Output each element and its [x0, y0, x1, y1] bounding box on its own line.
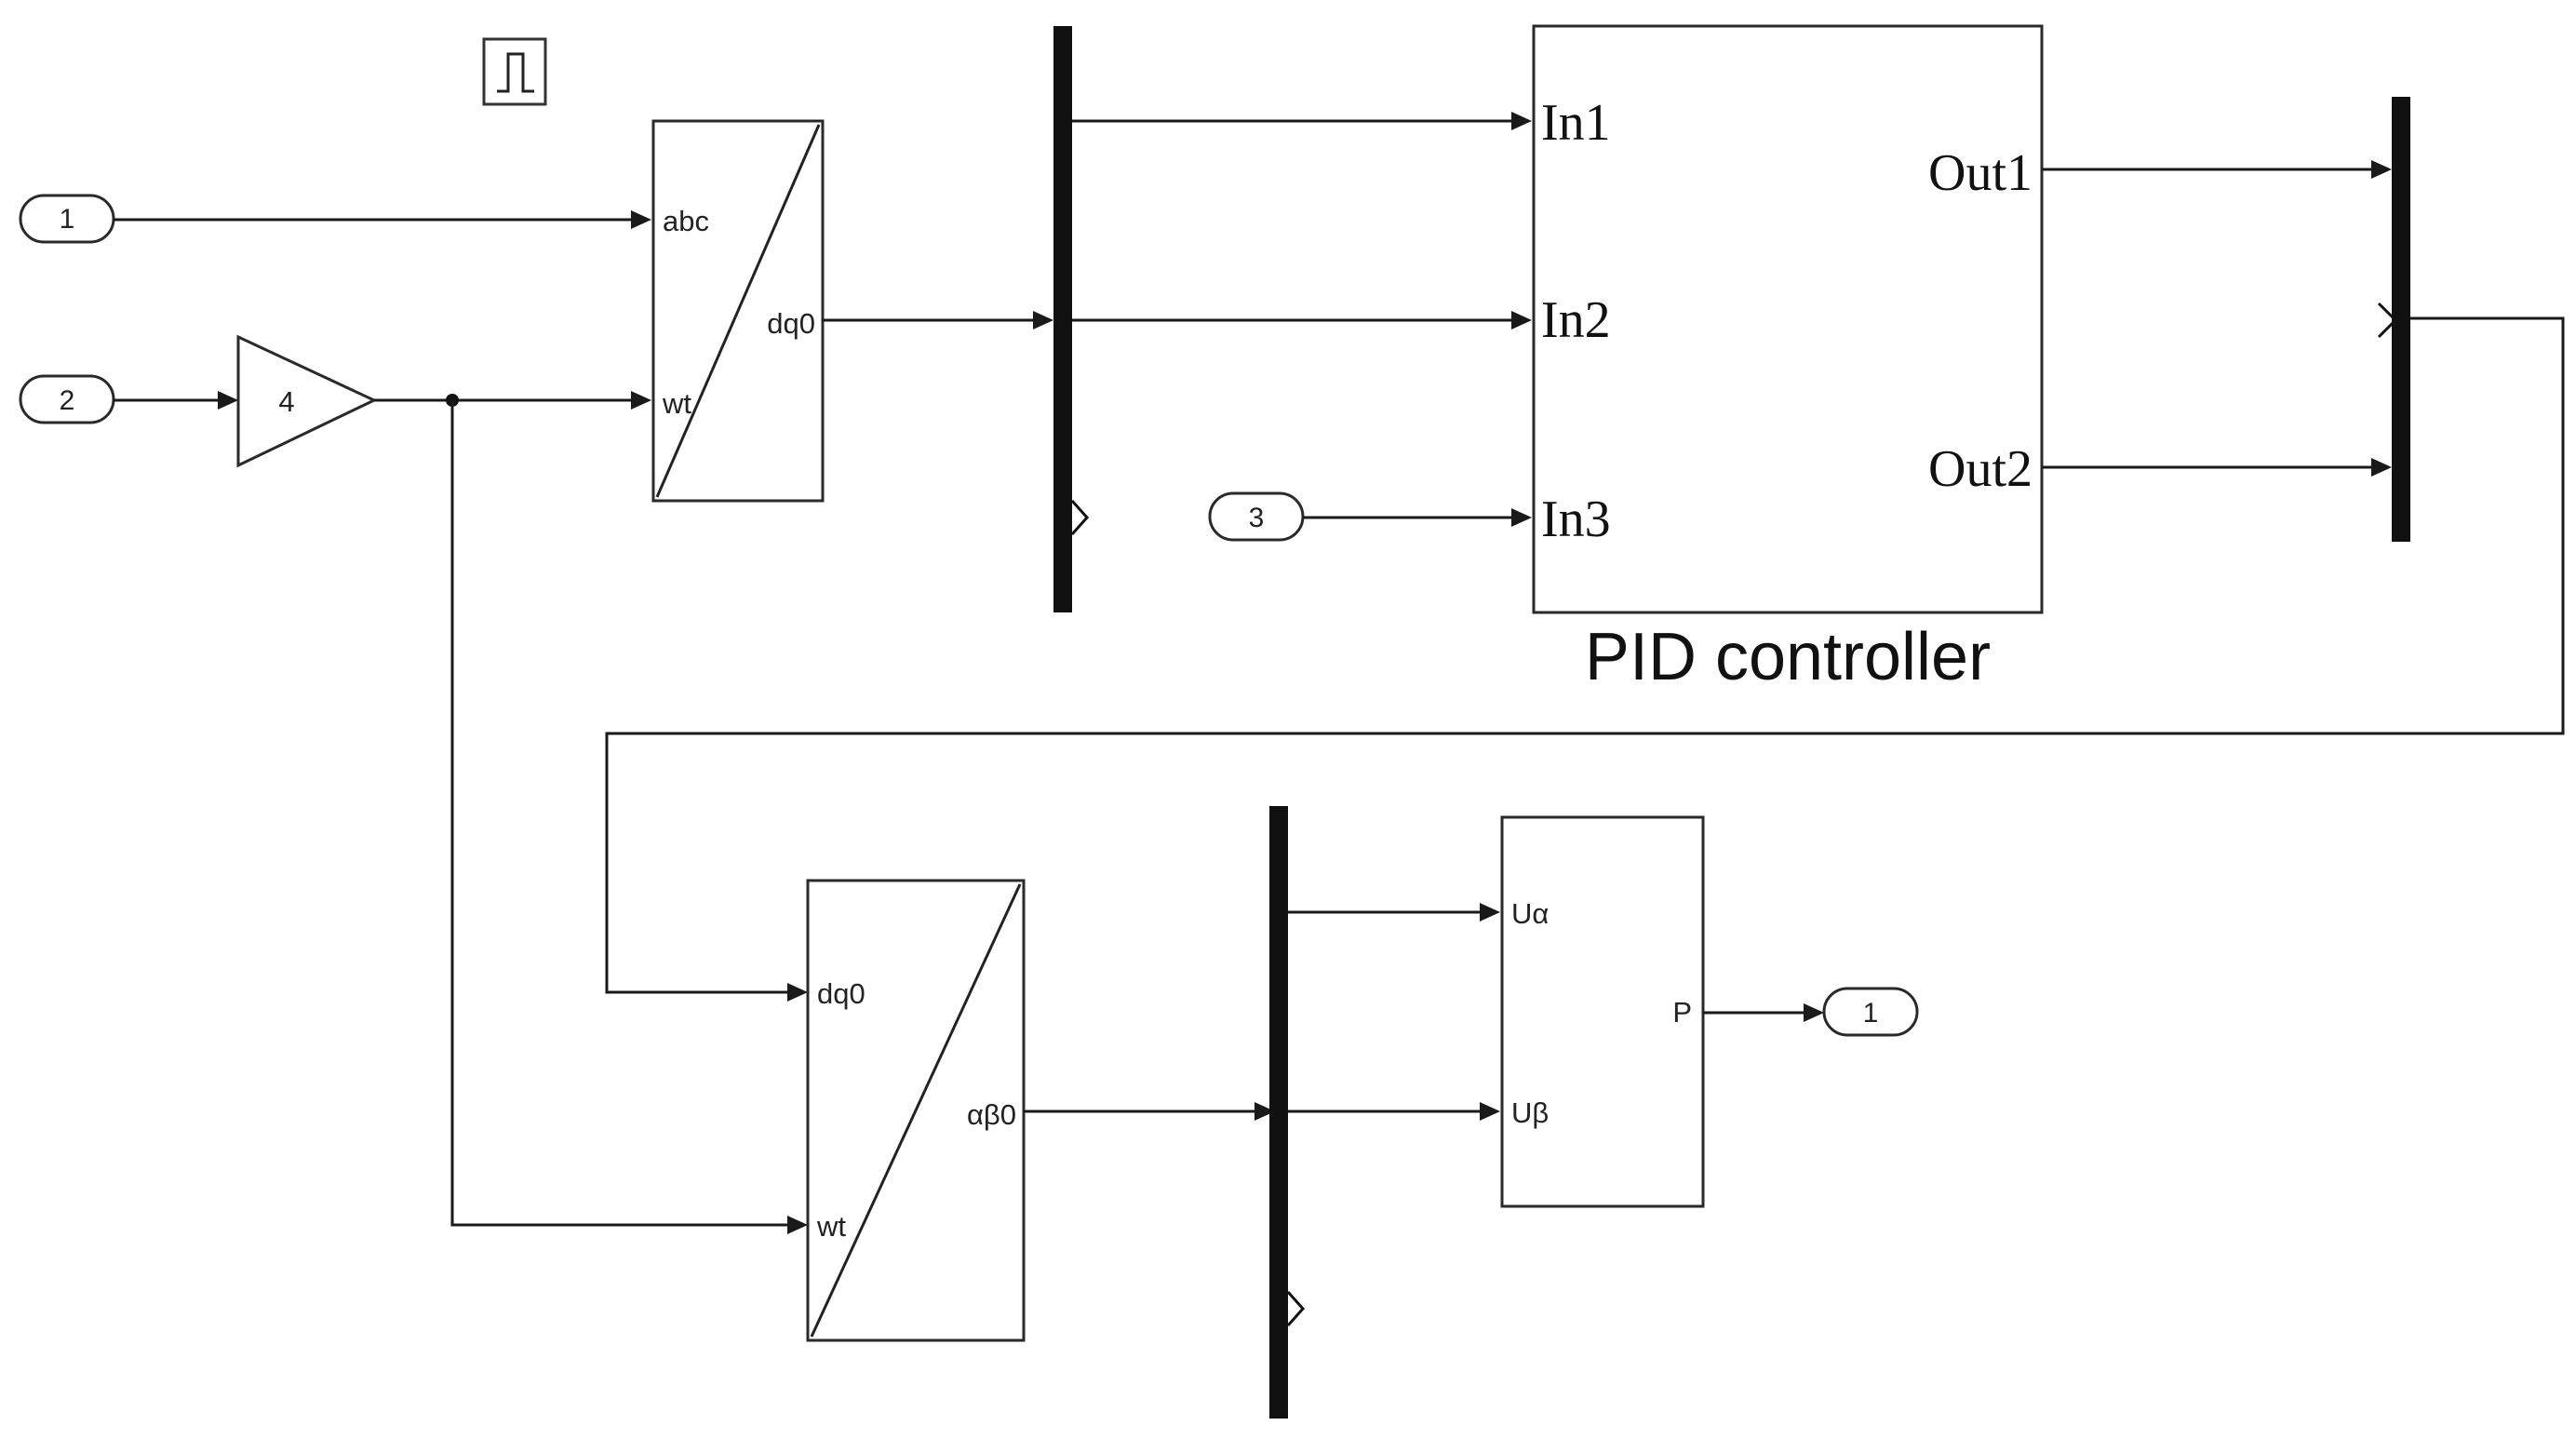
wire-mux-feedback: [605, 316, 2565, 994]
arrow-icon: [1511, 112, 1532, 130]
inport-3[interactable]: 3: [1208, 491, 1305, 542]
dq0-port-label: dq0: [767, 307, 815, 340]
gain-block[interactable]: 4: [236, 334, 378, 468]
pid-in2-label: In2: [1541, 291, 1611, 349]
arrow-icon: [631, 391, 651, 410]
arrow-icon: [787, 983, 808, 1002]
pulse-generator-icon[interactable]: [482, 37, 547, 106]
ualpha-port-label: Uα: [1511, 897, 1549, 930]
arrow-icon: [1254, 1102, 1275, 1121]
inport-1[interactable]: 1: [19, 194, 115, 244]
mux[interactable]: [2377, 97, 2410, 542]
arrow-icon: [1033, 311, 1053, 329]
arrow-icon: [1804, 1003, 1824, 1022]
demux-1[interactable]: [1053, 26, 1090, 612]
pid-out2-label: Out2: [1928, 440, 2033, 498]
pid-out1-label: Out1: [1928, 144, 2033, 202]
dq0-to-alphabeta0-block[interactable]: dq0 wt αβ0: [806, 879, 1026, 1342]
demux-2[interactable]: [1269, 806, 1306, 1419]
arrow-icon: [1511, 311, 1532, 329]
inport-2-label: 2: [60, 385, 75, 416]
outport-1[interactable]: 1: [1822, 987, 1919, 1037]
arrow-icon: [218, 391, 238, 410]
dq0-in-port-label: dq0: [817, 977, 865, 1010]
inport-3-label: 3: [1249, 503, 1265, 533]
arrow-icon: [1480, 903, 1500, 921]
arrow-icon: [1511, 508, 1532, 527]
alphabeta0-port-label: αβ0: [967, 1098, 1016, 1131]
outport-1-label: 1: [1863, 998, 1879, 1029]
arrow-icon: [787, 1216, 808, 1234]
pid-in3-label: In3: [1541, 491, 1611, 548]
arrow-icon: [1480, 1102, 1500, 1121]
arrow-icon: [2371, 160, 2392, 179]
pid-caption: PID controller: [1585, 620, 1991, 694]
inport-2[interactable]: 2: [19, 374, 115, 424]
inport-1-label: 1: [60, 204, 75, 235]
wt-in-port-label: wt: [816, 1210, 846, 1243]
abc-to-dq0-block[interactable]: abc wt dq0: [651, 119, 825, 503]
modulator-block[interactable]: Uα Uβ P: [1500, 815, 1705, 1208]
abc-port-label: abc: [663, 205, 709, 237]
ubeta-port-label: Uβ: [1511, 1096, 1549, 1129]
pid-in1-label: In1: [1541, 94, 1611, 152]
arrow-icon: [2371, 458, 2392, 477]
p-port-label: P: [1672, 996, 1692, 1029]
wt-port-label: wt: [662, 387, 691, 420]
gain-value: 4: [278, 385, 294, 418]
pid-controller-block[interactable]: In1 In2 In3 Out1 Out2: [1532, 24, 2044, 614]
wire-wt-branch: [450, 400, 789, 1227]
arrow-icon: [631, 210, 651, 229]
